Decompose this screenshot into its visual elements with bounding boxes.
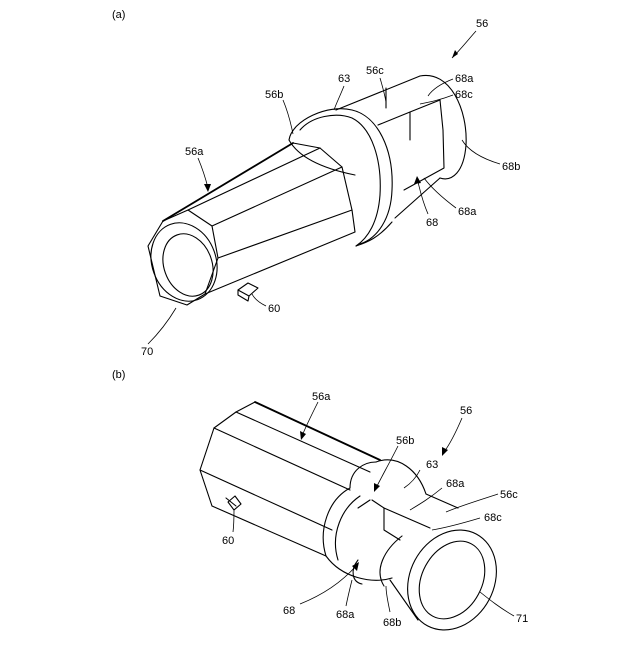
label-b-68: 68 bbox=[283, 605, 295, 617]
cylinder-b-bottom bbox=[390, 580, 418, 620]
leader-56b bbox=[283, 100, 293, 134]
cutout-b-step bbox=[384, 508, 400, 540]
hex-edge-3 bbox=[212, 167, 342, 226]
flange-outer-rim bbox=[289, 109, 392, 244]
leader-68 bbox=[418, 182, 428, 214]
hex-b-front-face bbox=[200, 428, 214, 506]
leader-b-68b bbox=[386, 586, 390, 612]
label-b-68c: 68c bbox=[484, 512, 502, 524]
hex-edge-5 bbox=[205, 232, 355, 294]
hex-top-edge bbox=[163, 143, 293, 221]
leader-b-60 bbox=[233, 510, 234, 532]
arrowhead-56 bbox=[452, 50, 458, 58]
hex-b-top bbox=[214, 402, 380, 460]
label-b-56c: 56c bbox=[500, 489, 518, 501]
label-b-56b: 56b bbox=[396, 435, 414, 447]
label-b-68b: 68b bbox=[383, 617, 401, 629]
leader-b-56 bbox=[444, 418, 462, 452]
leader-56a bbox=[198, 158, 208, 188]
hex-b-top-edge bbox=[255, 402, 380, 460]
hex-front-face bbox=[148, 210, 218, 305]
label-a-56b: 56b bbox=[265, 89, 283, 101]
leader-b-68a-bottom bbox=[346, 580, 352, 606]
cylinder-b-end-inner bbox=[406, 530, 497, 631]
leader-b-56b bbox=[376, 446, 398, 488]
label-a-56: 56 bbox=[476, 18, 488, 30]
flange-b-front-top bbox=[350, 462, 376, 488]
leader-b-71 bbox=[480, 592, 514, 616]
flange-b-outer-left bbox=[323, 488, 350, 556]
hex-edge-2 bbox=[188, 148, 320, 210]
leader-70 bbox=[148, 308, 176, 344]
label-a-70: 70 bbox=[141, 346, 153, 358]
cutout-b-lip bbox=[358, 500, 370, 508]
label-a-68a-bottom: 68a bbox=[458, 206, 477, 218]
leader-63 bbox=[334, 86, 344, 110]
label-a-68b: 68b bbox=[502, 161, 520, 173]
cylinder-b-end-outer bbox=[391, 514, 514, 640]
leader-b-63 bbox=[404, 470, 420, 488]
panel-b-part-drawing bbox=[200, 402, 513, 640]
panel-b: (b) bbox=[112, 369, 528, 640]
label-b-63: 63 bbox=[426, 459, 438, 471]
label-a-68a-top: 68a bbox=[455, 73, 474, 85]
hex-bore-outer bbox=[140, 213, 228, 310]
cutout-b-top bbox=[372, 500, 430, 528]
fixing-boss-b bbox=[228, 496, 241, 510]
panel-a-labels: 56 56c 63 68a 68c 56b 68b 56a 68a 68 60 … bbox=[141, 18, 520, 358]
label-a-60: 60 bbox=[268, 303, 280, 315]
flange-b-bottom bbox=[326, 556, 392, 580]
leader-b-68c bbox=[432, 518, 480, 530]
leader-60 bbox=[252, 294, 266, 306]
label-a-68c: 68c bbox=[455, 89, 473, 101]
panel-a-caption: (a) bbox=[112, 9, 125, 21]
label-b-71: 71 bbox=[516, 613, 528, 625]
label-a-56a: 56a bbox=[185, 146, 204, 158]
panel-a-part-drawing bbox=[140, 75, 466, 310]
label-a-63: 63 bbox=[338, 73, 350, 85]
arrowhead-b-56b bbox=[374, 483, 380, 492]
leader-68c bbox=[420, 95, 453, 104]
panel-a: (a) bbox=[112, 9, 520, 358]
flange-b-outer-top bbox=[376, 460, 426, 494]
cylinder-bottom-line bbox=[395, 178, 440, 218]
label-b-68a-bottom: 68a bbox=[336, 609, 355, 621]
cutout-back-edge bbox=[440, 100, 443, 130]
label-b-68a-top: 68a bbox=[446, 478, 465, 490]
arrowhead-68 bbox=[414, 176, 421, 184]
hex-edge-4 bbox=[218, 210, 352, 258]
fixing-boss bbox=[238, 283, 258, 296]
label-a-68: 68 bbox=[426, 217, 438, 229]
arrowhead-b-56a bbox=[300, 431, 306, 440]
flange-b-inner-left bbox=[335, 496, 360, 560]
label-b-56a: 56a bbox=[312, 391, 331, 403]
label-b-60: 60 bbox=[222, 535, 234, 547]
leader-68b bbox=[462, 140, 500, 164]
leader-68a-bottom bbox=[424, 178, 456, 208]
hex-b-edge-3 bbox=[236, 412, 370, 472]
hex-b-bottom bbox=[212, 506, 326, 556]
arrowhead-b-56 bbox=[442, 447, 448, 456]
leader-b-56c bbox=[446, 494, 498, 512]
arrowhead-56a bbox=[204, 184, 211, 192]
label-b-56: 56 bbox=[460, 405, 472, 417]
cutout-upper-edge bbox=[378, 100, 440, 125]
panel-b-leaders bbox=[233, 402, 514, 616]
panel-b-caption: (b) bbox=[112, 369, 125, 381]
label-a-56c: 56c bbox=[366, 65, 384, 77]
hex-b-edge-4 bbox=[200, 470, 332, 530]
